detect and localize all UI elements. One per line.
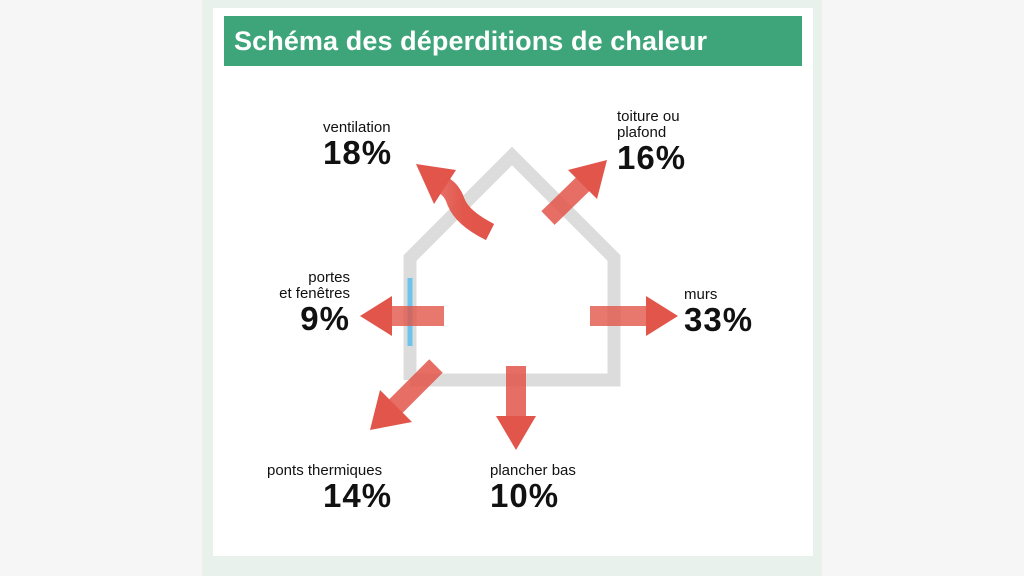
walls-name: murs bbox=[684, 286, 718, 303]
floor-arrow bbox=[496, 366, 536, 450]
title-banner: Schéma des déperditions de chaleur bbox=[224, 16, 802, 66]
walls-label: murs 33% bbox=[684, 287, 753, 337]
diagram-title: Schéma des déperditions de chaleur bbox=[234, 25, 708, 56]
thermal-bridges-value: 14% bbox=[323, 476, 393, 514]
roof-name: toiture ou plafond bbox=[617, 108, 680, 141]
ventilation-label: ventilation 18% bbox=[323, 120, 392, 170]
ventilation-name: ventilation bbox=[323, 119, 391, 136]
roof-value: 16% bbox=[617, 138, 687, 176]
doors-windows-arrow bbox=[360, 296, 444, 336]
ventilation-value: 18% bbox=[323, 133, 393, 171]
doors-windows-value: 9% bbox=[300, 299, 350, 337]
thermal-bridges-label: ponts thermiques 14% bbox=[267, 463, 392, 513]
roof-label: toiture ou plafond 16% bbox=[617, 109, 686, 175]
thermal-bridges-name: ponts thermiques bbox=[267, 462, 383, 479]
floor-value: 10% bbox=[490, 476, 560, 514]
roof-arrow bbox=[541, 160, 607, 225]
doors-windows-label: portes et fenêtres 9% bbox=[250, 270, 350, 336]
floor-label: plancher bas 10% bbox=[490, 463, 576, 513]
ventilation-arrow bbox=[416, 164, 495, 241]
thermal-bridges-arrow bbox=[370, 359, 443, 430]
floor-name: plancher bas bbox=[490, 462, 576, 479]
walls-value: 33% bbox=[684, 300, 754, 338]
walls-arrow bbox=[590, 296, 678, 336]
doors-windows-name: portes et fenêtres bbox=[279, 269, 350, 302]
diagram-card bbox=[213, 8, 813, 556]
